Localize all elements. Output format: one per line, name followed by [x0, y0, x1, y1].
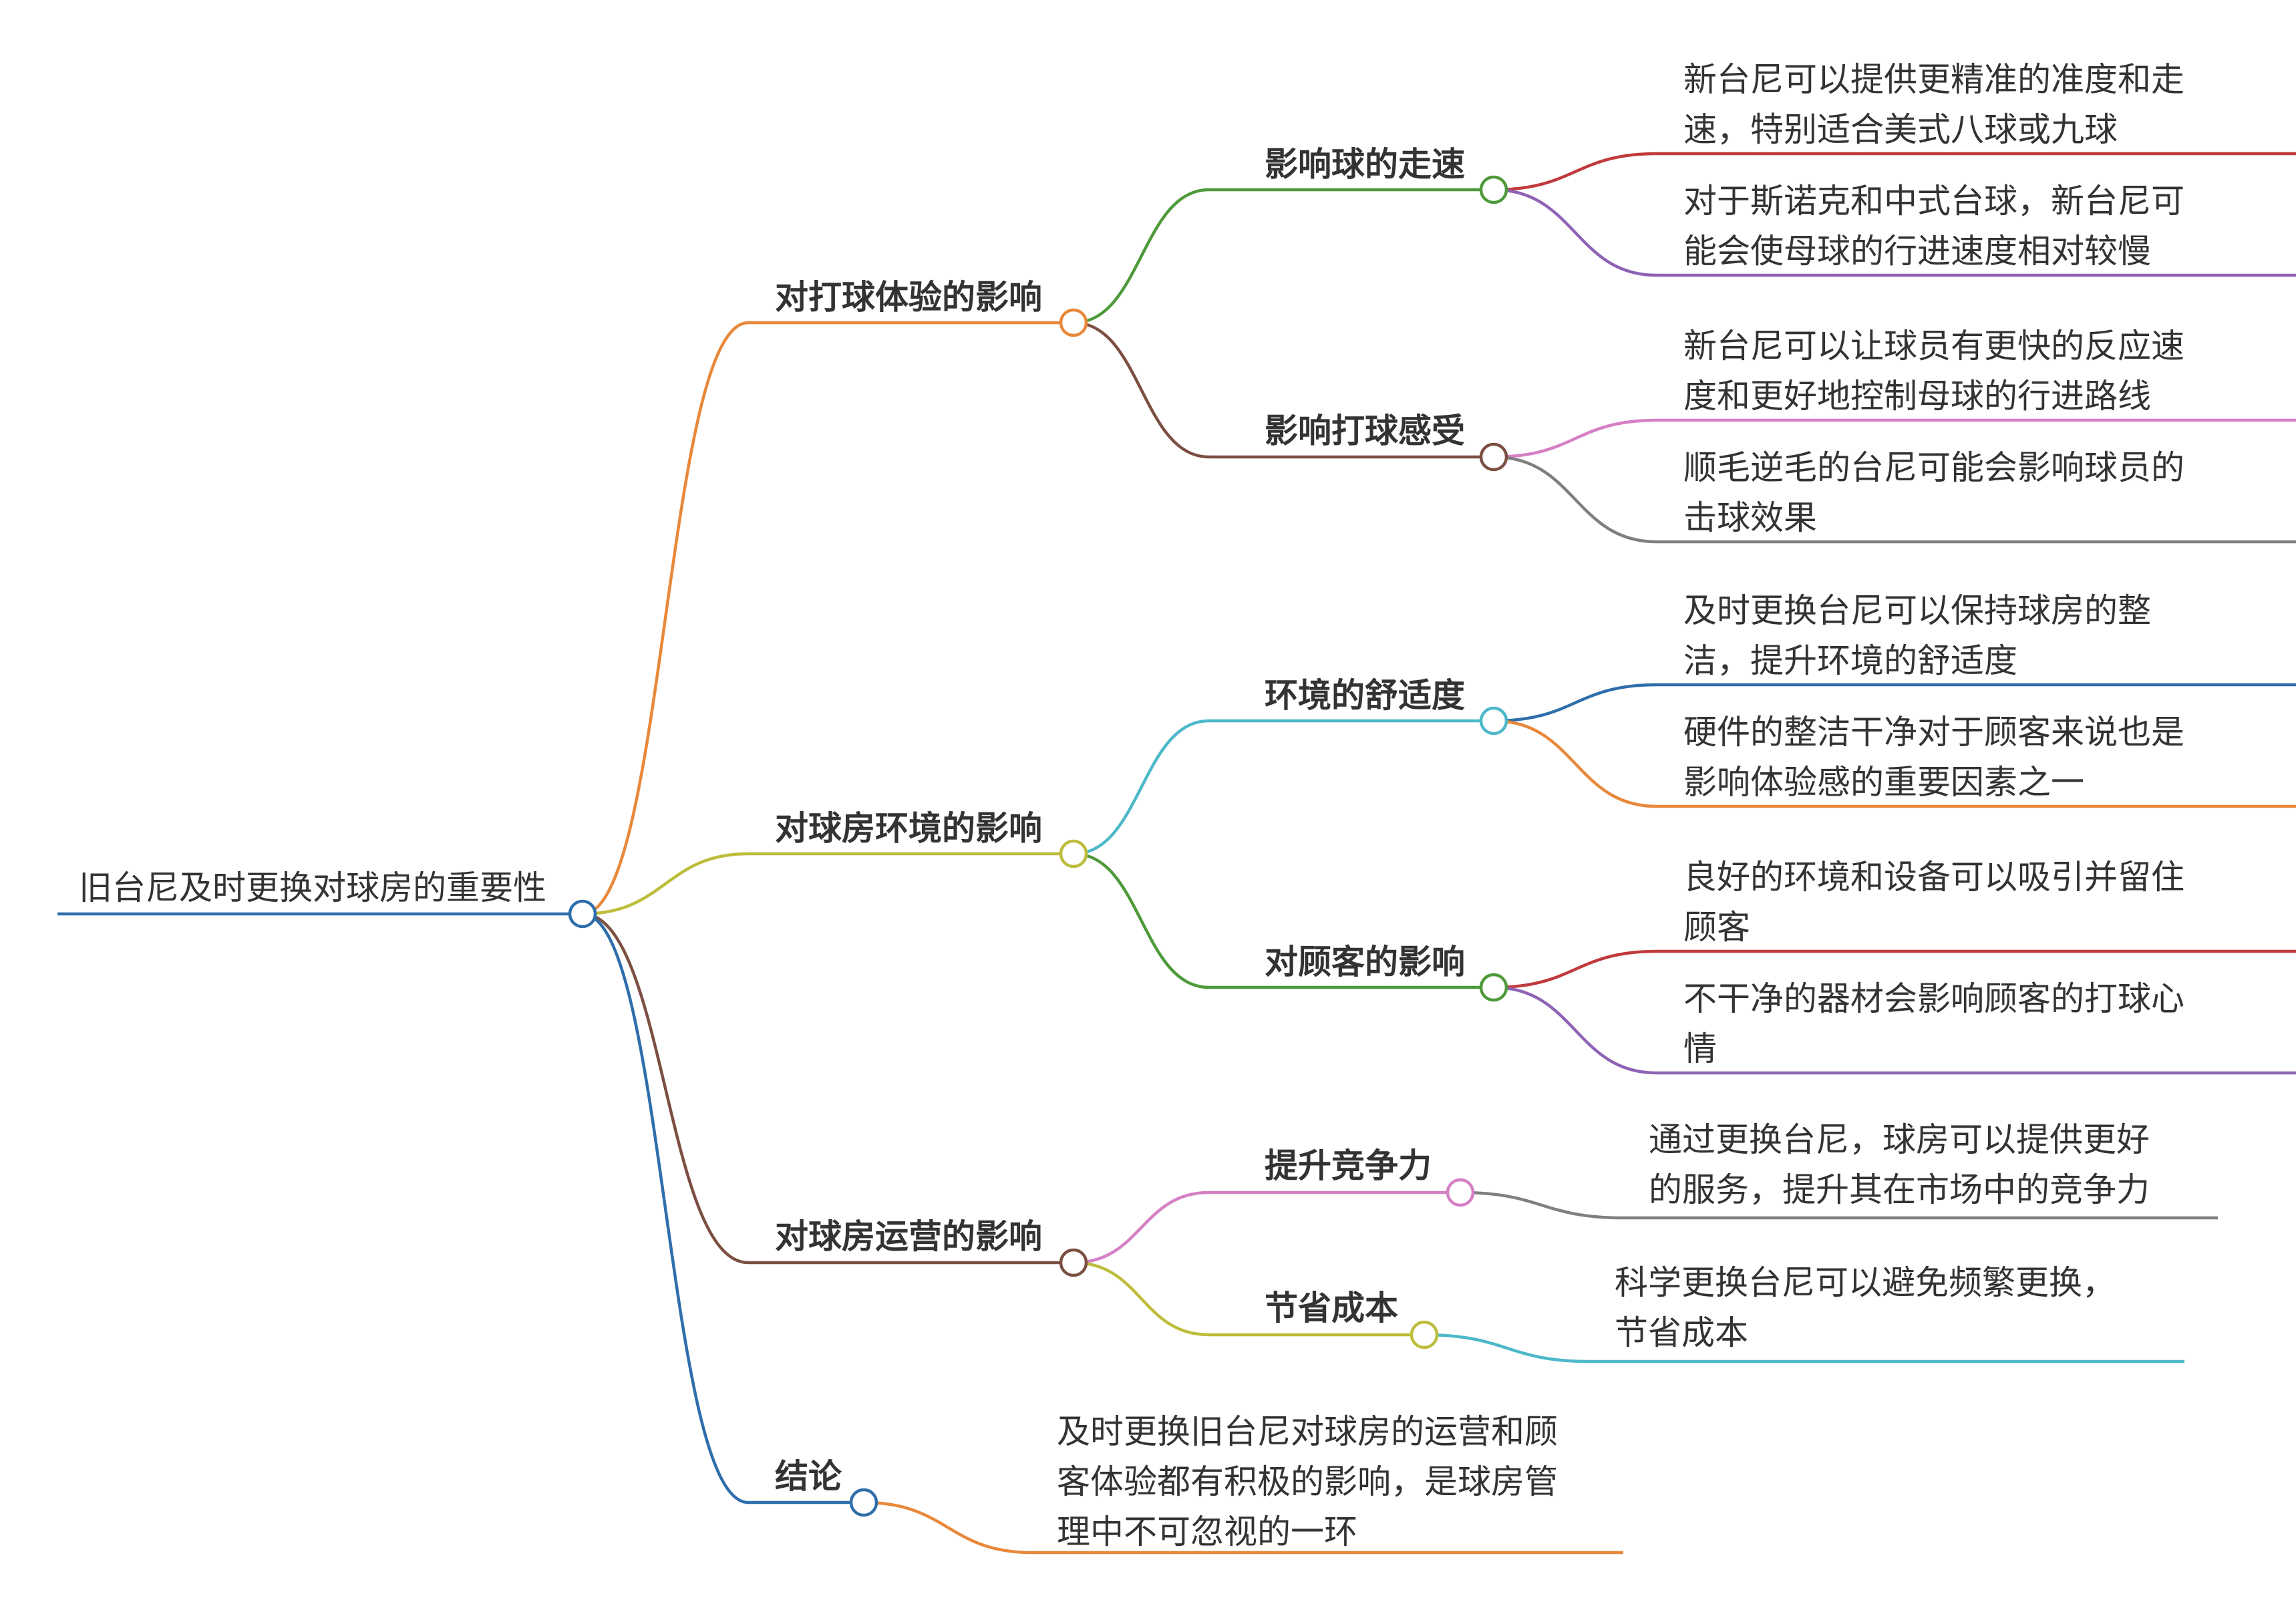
connector-subtopic-leaf	[1493, 188, 1657, 277]
leaf-note: 顾客	[1683, 908, 1750, 947]
connector-branch-leaf	[863, 1500, 1033, 1555]
leaf-note: 新台尼可以提供更精准的准度和走	[1683, 60, 2184, 99]
branch-handle[interactable]	[1059, 1248, 1088, 1277]
connector-subtopic-leaf	[1493, 683, 1657, 723]
subtopic-handle[interactable]	[1479, 175, 1508, 204]
leaf-note: 良好的环境和设备可以吸引并留住	[1683, 858, 2184, 897]
leaf-note: 及时更换旧台尼对球房的运营和顾	[1057, 1412, 1558, 1451]
leaf-note: 理中不可忽视的一环	[1057, 1512, 1357, 1551]
subtopic-comfort[interactable]: 环境的舒适度	[1265, 676, 1465, 715]
subtopic-handle[interactable]	[1410, 1320, 1439, 1349]
branch-topic-play-experience[interactable]: 对打球体验的影响	[775, 278, 1042, 317]
leaf-note: 通过更换台尼，球房可以提供更好	[1649, 1120, 2150, 1159]
branch-handle[interactable]	[849, 1488, 878, 1517]
branch-topic-operations[interactable]: 对球房运营的影响	[775, 1217, 1042, 1256]
node-handle-layer	[568, 175, 1508, 1517]
subtopic-customers[interactable]: 对顾客的影响	[1265, 943, 1465, 981]
leaf-note: 硬件的整洁干净对于顾客来说也是	[1683, 713, 2184, 752]
subtopic-handle[interactable]	[1479, 442, 1508, 472]
connector-root-branch	[582, 912, 749, 1265]
connector-root-branch	[582, 912, 749, 1504]
root-handle[interactable]	[568, 899, 597, 929]
connector-subtopic-leaf	[1493, 719, 1657, 808]
leaf-note: 及时更换台尼可以保持球房的整	[1683, 591, 2151, 630]
leaf-note: 击球效果	[1683, 498, 1817, 537]
connector-branch-subtopic	[1073, 1190, 1210, 1265]
leaf-note: 情	[1683, 1029, 1717, 1068]
leaf-note: 速，特别适合美式八球或九球	[1683, 110, 2118, 149]
branch-topic-conclusion[interactable]: 结论	[775, 1457, 842, 1496]
leaf-note: 度和更好地控制母球的行进路线	[1683, 377, 2151, 416]
connector-branch-subtopic	[1073, 188, 1210, 325]
subtopic-competitiveness[interactable]: 提升竞争力	[1265, 1146, 1432, 1185]
connector-layer	[582, 152, 2296, 1555]
subtopic-cost-saving[interactable]: 节省成本	[1265, 1289, 1398, 1327]
connector-branch-subtopic	[1073, 321, 1210, 459]
subtopic-handle[interactable]	[1446, 1178, 1475, 1207]
connector-branch-subtopic	[1073, 719, 1210, 856]
subtopic-play-feel[interactable]: 影响打球感受	[1265, 412, 1465, 450]
leaf-note: 能会使母球的行进速度相对较慢	[1683, 232, 2151, 271]
leaf-note: 对于斯诺克和中式台球，新台尼可	[1683, 182, 2184, 220]
branch-topic-environment[interactable]: 对球房环境的影响	[775, 809, 1042, 848]
branch-handle[interactable]	[1059, 308, 1088, 337]
subtopic-handle[interactable]	[1479, 973, 1508, 1002]
leaf-note: 洁，提升环境的舒适度	[1683, 641, 2017, 680]
connector-branch-subtopic	[1073, 852, 1210, 989]
connector-subtopic-leaf	[1493, 418, 1657, 459]
branch-handle[interactable]	[1059, 839, 1088, 868]
connector-subtopic-leaf	[1493, 949, 1657, 989]
leaf-note: 顺毛逆毛的台尼可能会影响球员的	[1683, 448, 2184, 487]
connector-subtopic-leaf	[1493, 455, 1657, 544]
connector-root-branch	[582, 321, 749, 916]
leaf-note: 影响体验感的重要因素之一	[1683, 763, 2084, 802]
subtopic-handle[interactable]	[1479, 706, 1508, 736]
connector-subtopic-leaf	[1460, 1190, 1624, 1220]
leaf-note: 客体验都有积极的影响，是球房管	[1057, 1462, 1558, 1501]
connector-subtopic-leaf	[1493, 985, 1657, 1075]
root-topic[interactable]: 旧台尼及时更换对球房的重要性	[79, 868, 546, 907]
leaf-note: 不干净的器材会影响顾客的打球心	[1683, 979, 2184, 1018]
connector-subtopic-leaf	[1424, 1333, 1591, 1364]
leaf-note: 新台尼可以让球员有更快的反应速	[1683, 327, 2184, 365]
leaf-note: 节省成本	[1615, 1313, 1748, 1352]
leaf-note: 科学更换台尼可以避免频繁更换，	[1615, 1263, 2116, 1302]
leaf-note: 的服务，提升其在市场中的竞争力	[1649, 1170, 2150, 1209]
connector-subtopic-leaf	[1493, 152, 1657, 192]
node-layer: 旧台尼及时更换对球房的重要性 对打球体验的影响 对球房环境的影响 对球房运营的影…	[57, 60, 2184, 1551]
subtopic-ball-speed[interactable]: 影响球的走速	[1265, 145, 1465, 184]
connector-root-branch	[582, 852, 749, 916]
connector-branch-subtopic	[1073, 1261, 1210, 1337]
